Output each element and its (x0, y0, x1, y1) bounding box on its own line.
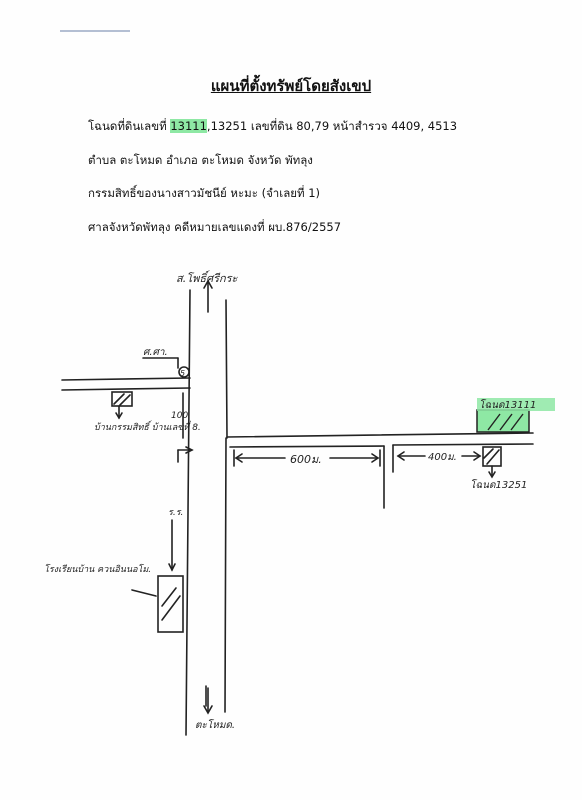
right-road-top (226, 432, 534, 438)
deed-rest: ,13251 เลขที่ดิน 80,79 หน้าสำรวจ 4409, 4… (206, 119, 458, 133)
label-left: ศ.ศา. (143, 347, 168, 358)
label-side: ร.ร. (168, 508, 183, 518)
left-road-top (61, 377, 191, 381)
right-road-bottom-b (392, 443, 534, 446)
deed-13111-highlight (477, 398, 555, 411)
left-road-bottom (61, 387, 191, 391)
location-line: ตำบล ตะโหมด อำเภอ ตะโหมด จังหวัด พัทลุง (88, 153, 313, 167)
label-top-road: ส.โพธิ์ศรีกระ (176, 270, 239, 285)
label-100: 100 (171, 411, 188, 421)
page-title: แผนที่ตั้งทรัพย์โดยสังเขป (210, 77, 372, 95)
owner-line: กรรมสิทธิ์ของนางสาวมัชนีย์ หะมะ (จำเลยที… (88, 186, 321, 200)
main-road-right-edge-lower (224, 437, 227, 713)
label-left-marker: 5 (180, 369, 185, 378)
label-left-house: บ้านกรรมสิทธิ์ บ้านเลขที่ 8. (94, 420, 201, 433)
label-deed-bottom: โฉนด13251 (470, 479, 527, 491)
scan-mark (60, 30, 130, 32)
label-school: โรงเรียนบ้าน ควนอินนอโม. (44, 563, 151, 575)
court-line: ศาลจังหวัดพัทลุง คดีหมายเลขแดงที่ ผบ.876… (88, 220, 342, 234)
parcel-house (111, 391, 133, 407)
right-road-bottom-a (229, 445, 385, 448)
deed-line: โฉนดที่ดินเลขที่ 13111,13251 เลขที่ดิน 8… (88, 118, 457, 136)
main-road-left-edge (185, 289, 191, 736)
parcel-school (157, 575, 184, 633)
parcel-13111 (476, 409, 530, 433)
label-600: 600ม. (290, 453, 322, 466)
label-deed-top: โฉนด13111 (479, 399, 536, 411)
deed-prefix: โฉนดที่ดินเลขที่ (88, 119, 171, 133)
label-400: 400ม. (428, 452, 457, 463)
deed-number-highlight: 13111 (170, 119, 207, 133)
label-bottom: ตะโหมด. (195, 719, 235, 731)
main-road-right-edge-upper (225, 299, 228, 439)
